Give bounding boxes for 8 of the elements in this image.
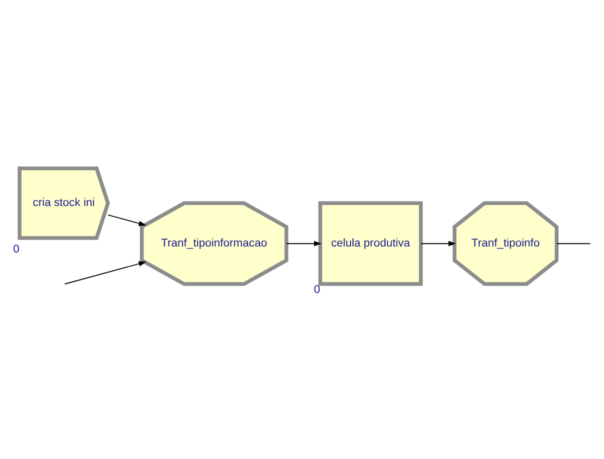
arrow (108, 214, 146, 226)
arrow (64, 261, 146, 284)
node-label: 0 (314, 284, 320, 296)
node-box: celula produtiva (318, 201, 423, 286)
connector (556, 243, 591, 244)
arrow (286, 240, 322, 246)
arrow (420, 240, 456, 246)
node-label: 0 (13, 244, 20, 256)
